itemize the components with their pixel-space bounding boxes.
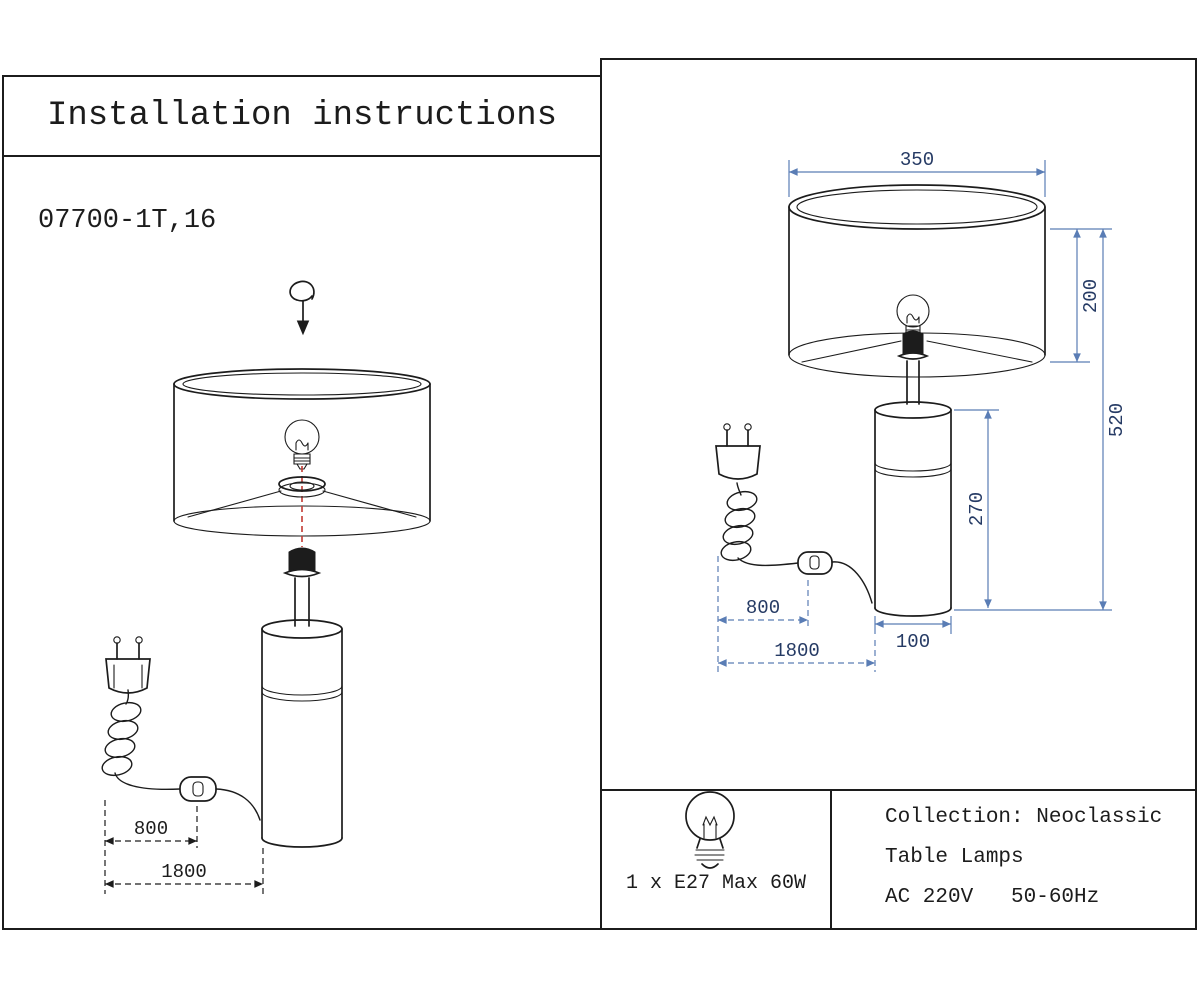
spec-cell-divider	[830, 789, 832, 930]
title-box: Installation instructions	[2, 75, 602, 157]
page-title: Installation instructions	[46, 97, 558, 135]
product-type: Table Lamps	[885, 846, 1024, 869]
model-number: 07700-1T,16	[38, 206, 217, 236]
power-spec: AC 220V 50-60Hz	[885, 886, 1100, 909]
collection-info-box: Collection: Neoclassic Table Lamps AC 22…	[885, 798, 1162, 918]
bulb-spec-text: 1 x E27 Max 60W	[625, 872, 807, 895]
collection-name: Collection: Neoclassic	[885, 806, 1163, 829]
left-panel	[2, 75, 602, 930]
spec-row-divider	[600, 789, 1197, 791]
